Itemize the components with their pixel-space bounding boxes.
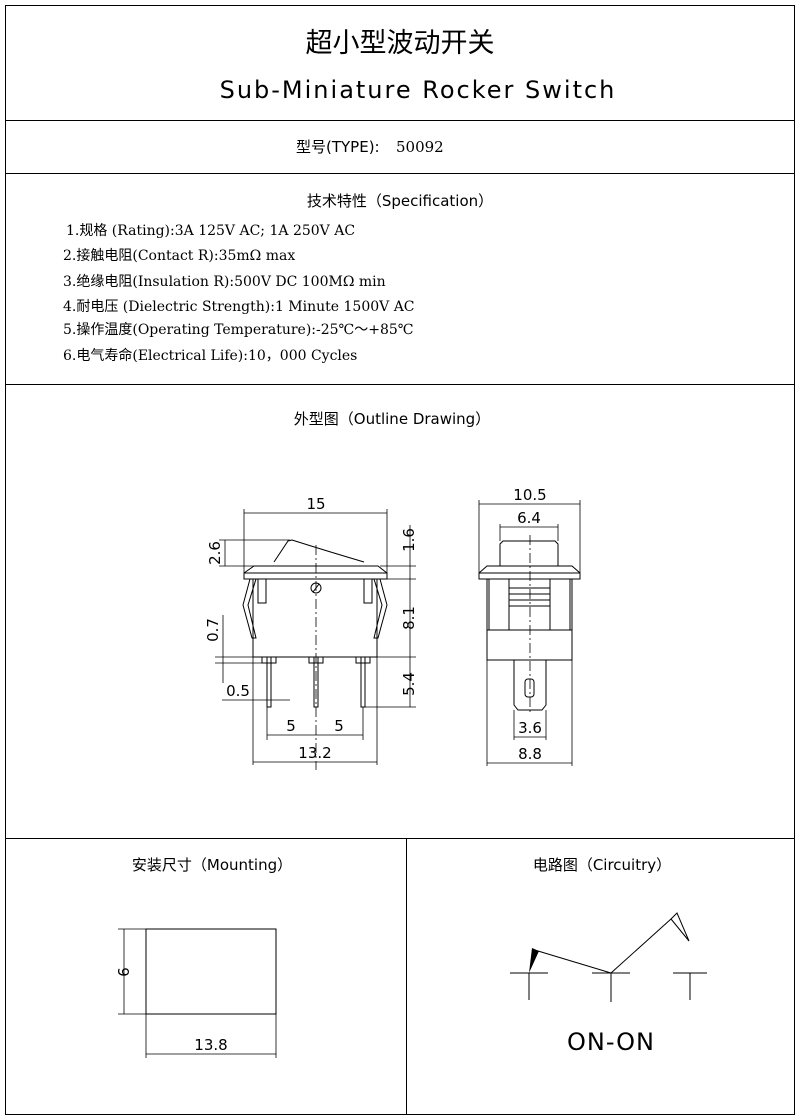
mounting-heading: 安装尺寸（Mounting） <box>132 856 292 874</box>
title-english: Sub-Miniature Rocker Switch <box>220 76 617 104</box>
spec-item: 5.操作温度(Operating Temperature):-25℃～+85℃ <box>63 322 413 338</box>
spec-list: 1.规格 (Rating):3A 125V AC; 1A 250V AC 2.接… <box>63 223 415 364</box>
spec-heading: 技术特性（Specification） <box>307 192 493 210</box>
spec-item: 4.耐电压 (Dielectric Strength):1 Minute 150… <box>63 299 415 315</box>
title-chinese: 超小型波动开关 <box>306 28 495 59</box>
mounting-cutout-drawing: 9 13.8 <box>114 928 277 1058</box>
dim-label: 1.6 <box>400 528 418 552</box>
dim-label: 0.5 <box>226 682 250 700</box>
dim-label: 5.4 <box>400 672 418 696</box>
dim-label: 8.8 <box>518 745 542 763</box>
page-frame <box>5 5 795 1115</box>
spec-item: 6.电气寿命(Electrical Life):10，000 Cycles <box>63 347 357 364</box>
dim-label: 2.6 <box>206 541 224 565</box>
mounting-height-label: 9 <box>114 967 132 977</box>
type-value: 50092 <box>396 138 444 156</box>
dim-label: 8.1 <box>400 606 418 630</box>
outline-heading: 外型图（Outline Drawing） <box>294 410 490 428</box>
dim-label: 15 <box>306 495 325 513</box>
mounting-width-label: 13.8 <box>194 1036 227 1054</box>
spec-item: 2.接触电阻(Contact R):35mΩ max <box>63 247 295 264</box>
dim-label: 13.2 <box>298 744 331 762</box>
dim-label: 10.5 <box>513 486 546 504</box>
dim-label: 3.6 <box>518 719 542 737</box>
dim-label: 0.7 <box>204 618 222 642</box>
dim-label: 5 <box>334 717 344 735</box>
spec-item: 1.规格 (Rating):3A 125V AC; 1A 250V AC <box>66 223 355 239</box>
spec-item: 3.绝缘电阻(Insulation R):500V DC 100MΩ min <box>63 274 386 290</box>
dim-label: 6.4 <box>517 509 541 527</box>
circuitry-heading: 电路图（Circuitry） <box>533 856 671 874</box>
type-label: 型号(TYPE): <box>296 138 380 156</box>
circuit-mode-label: ON-ON <box>567 1028 655 1056</box>
circuit-diagram: ON-ON <box>510 912 707 1056</box>
front-view-drawing: 15 2.6 1.6 8.1 0.7 5.4 0.5 5 5 13.2 <box>204 495 418 770</box>
side-view-drawing: 10.5 6.4 3.6 8.8 <box>478 486 581 766</box>
dim-label: 5 <box>286 717 296 735</box>
